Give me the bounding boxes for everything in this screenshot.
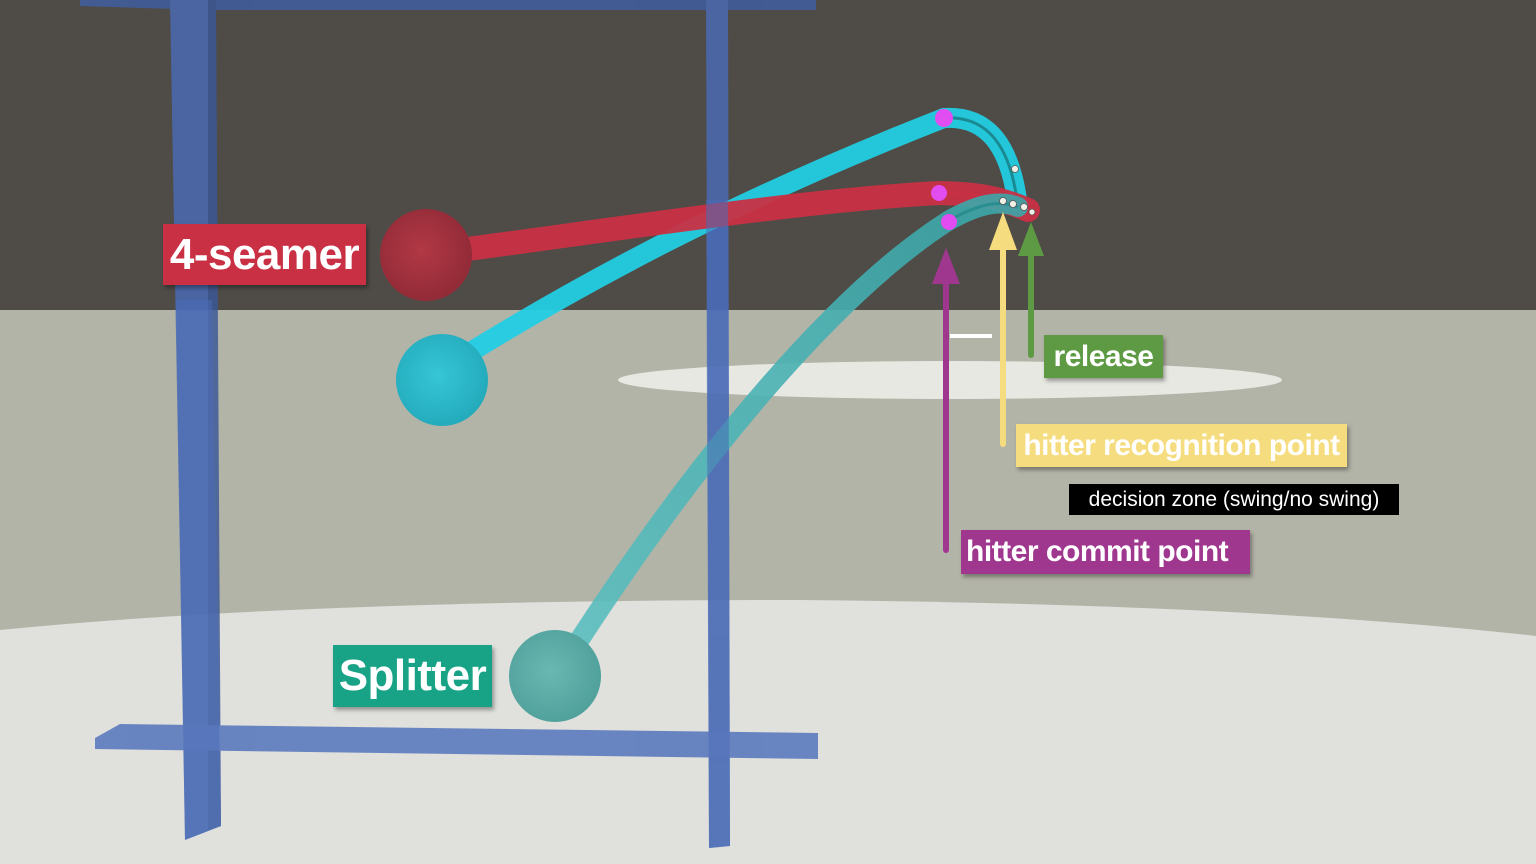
pitching-rubber xyxy=(950,334,992,338)
frame-left-post-front xyxy=(176,300,221,840)
release-label-text: release xyxy=(1053,340,1154,373)
decision-marker-cyan xyxy=(935,109,953,127)
commit-arrow xyxy=(932,248,960,553)
cyan-pitch-ball xyxy=(396,334,488,426)
release-dot-4 xyxy=(1020,203,1028,211)
commit-label-text: hitter commit point xyxy=(966,535,1229,568)
release-dot-1 xyxy=(1011,165,1019,173)
splitter-label: Splitter xyxy=(333,645,492,707)
release-arrow xyxy=(1018,222,1044,358)
commit-label: hitter commit point xyxy=(961,530,1250,574)
decision-zone-label-text: decision zone (swing/no swing) xyxy=(1088,488,1380,511)
recognition-label-text: hitter recognition point xyxy=(1023,429,1340,462)
four-seamer-label: 4-seamer xyxy=(163,224,366,285)
four-seamer-ball xyxy=(380,209,472,301)
frame-right-post-front xyxy=(706,200,730,848)
four-seamer-label-text: 4-seamer xyxy=(169,230,360,279)
decision-marker-splitter xyxy=(941,214,957,230)
release-dot-5 xyxy=(1028,208,1036,216)
strike-zone-frame-front xyxy=(176,200,730,848)
decision-zone-label: decision zone (swing/no swing) xyxy=(1069,484,1399,515)
cyan-pitch-trail-thin xyxy=(943,116,1019,201)
release-dot-3 xyxy=(1009,200,1017,208)
recognition-label: hitter recognition point xyxy=(1016,424,1347,467)
recognition-arrow xyxy=(989,212,1017,447)
splitter-ball xyxy=(509,630,601,722)
splitter-label-text: Splitter xyxy=(338,651,487,700)
release-label: release xyxy=(1044,335,1163,378)
release-dot-2 xyxy=(999,197,1007,205)
decision-marker-red xyxy=(931,185,947,201)
frame-top-bar xyxy=(80,0,816,10)
frame-bottom-bar xyxy=(95,724,818,759)
